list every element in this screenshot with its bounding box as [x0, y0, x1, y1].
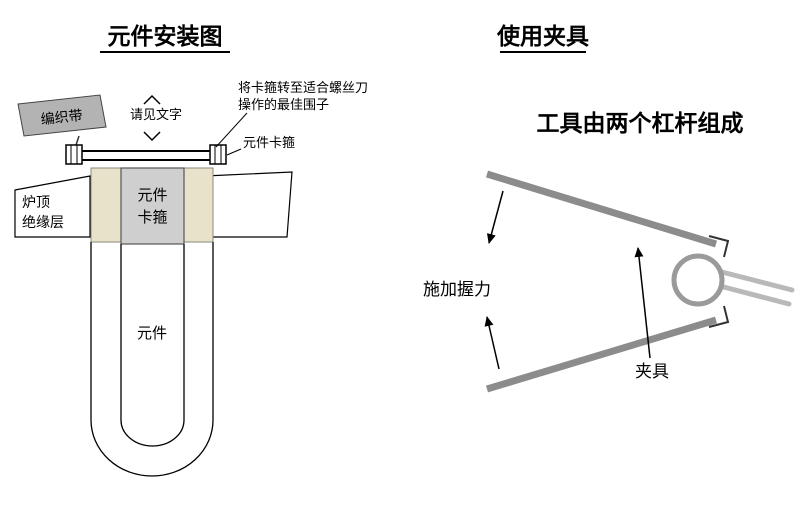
tool-lever-lower	[485, 316, 718, 393]
tool-lever-upper	[485, 170, 718, 248]
gripped-ring	[671, 253, 725, 307]
braided-band-shape	[17, 94, 107, 137]
element-lead-upper	[715, 268, 795, 293]
element-clamp-label: 元件卡箍	[243, 135, 295, 150]
jaw-hook-lower	[708, 305, 730, 328]
squeeze-arrow-up	[484, 316, 500, 370]
tube-section-right	[183, 167, 214, 243]
roof-label-line-2: 绝缘层	[22, 215, 64, 231]
tool-arrow	[634, 247, 651, 359]
tool-label: 夹具	[635, 362, 669, 381]
element-inner-outline	[120, 244, 185, 447]
right-diagram-title: 使用夹具	[496, 24, 589, 49]
grip-force-label: 施加握力	[423, 280, 491, 299]
callout-leader-line	[215, 112, 248, 148]
clamp-box-label-line-1: 元件	[137, 187, 167, 204]
element-outer-outline	[90, 242, 214, 477]
clamp-screw-block-left	[65, 144, 83, 165]
squeeze-arrow-down	[486, 190, 504, 244]
jaw-hook-upper	[708, 235, 730, 258]
tube-section-left	[90, 167, 122, 243]
tool-subtitle: 工具由两个杠杆组成	[537, 110, 744, 136]
roof-label-line-1: 炉顶	[22, 195, 50, 211]
chevron-up-icon	[143, 94, 161, 105]
callout-line-1: 将卡箍转至适合螺丝刀	[238, 80, 368, 95]
clamp-box-label-line-2: 卡箍	[137, 209, 167, 226]
chevron-down-icon	[143, 131, 161, 142]
left-diagram-title: 元件安装图	[108, 23, 223, 49]
element-label: 元件	[137, 325, 167, 342]
clamp-screw-block-right	[209, 144, 227, 165]
see-text-label: 请见文字	[130, 107, 182, 122]
roof-insulation-right-block	[204, 171, 293, 238]
braided-band-label: 编织带	[40, 108, 83, 128]
element-clamp-box	[120, 167, 185, 245]
roof-insulation-left-block	[14, 175, 91, 238]
element-clamp-leader-line	[226, 148, 242, 156]
element-lead-lower	[713, 282, 792, 307]
callout-line-2: 操作的最佳围子	[238, 97, 329, 112]
